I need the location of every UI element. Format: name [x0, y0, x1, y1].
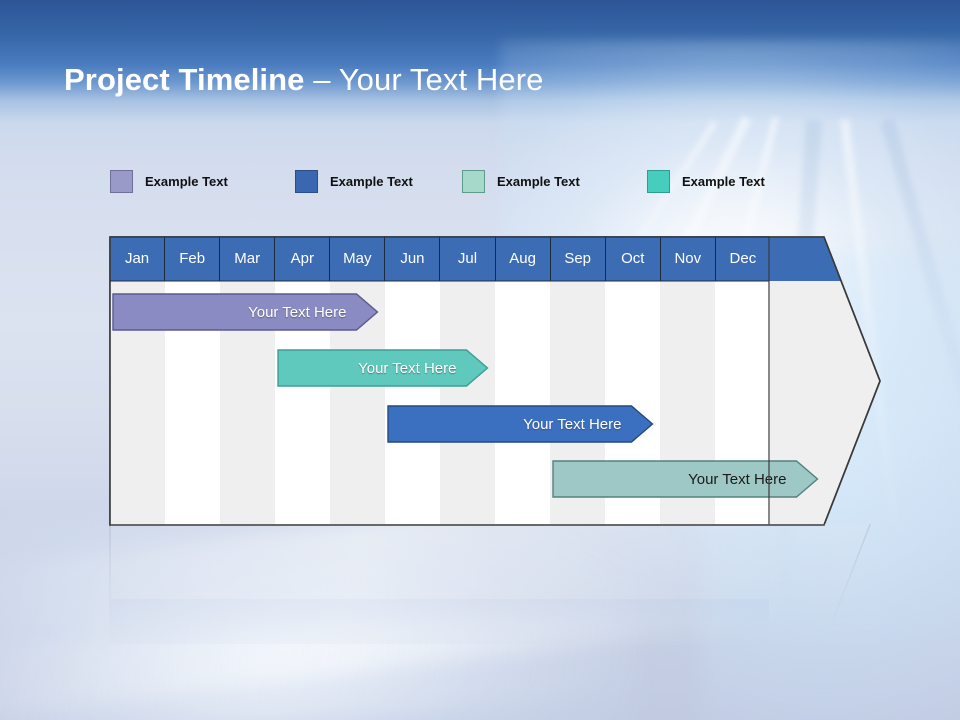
timeline-bar-label: Your Text Here: [688, 470, 787, 488]
page-title-strong: Project Timeline: [64, 62, 314, 97]
timeline-bar[interactable]: Your Text Here: [277, 349, 489, 387]
legend-item[interactable]: Example Text: [295, 168, 413, 194]
legend-item[interactable]: Example Text: [462, 168, 580, 194]
background-glow-lower-left: [0, 520, 640, 720]
legend-swatch-icon: [110, 169, 133, 193]
legend-item[interactable]: Example Text: [110, 168, 228, 194]
legend-item-label: Example Text: [497, 173, 580, 189]
timeline-bar[interactable]: Your Text Here: [387, 405, 654, 443]
legend-item-label: Example Text: [330, 173, 413, 189]
page-title-light: – Your Text Here: [313, 62, 544, 97]
legend-swatch-icon: [295, 169, 318, 193]
legend-item-label: Example Text: [682, 173, 765, 189]
timeline-bar[interactable]: Your Text Here: [552, 460, 819, 498]
legend-swatch-icon: [462, 169, 485, 193]
timeline-bar-label: Your Text Here: [523, 415, 622, 433]
page-title: Project Timeline – Your Text Here: [64, 58, 543, 102]
timeline-bar[interactable]: Your Text Here: [112, 293, 379, 331]
legend-item-label: Example Text: [145, 173, 228, 189]
legend-swatch-icon: [647, 169, 670, 193]
timeline-bar-label: Your Text Here: [248, 303, 347, 321]
timeline-bar-label: Your Text Here: [358, 359, 457, 377]
legend-item[interactable]: Example Text: [647, 168, 765, 194]
